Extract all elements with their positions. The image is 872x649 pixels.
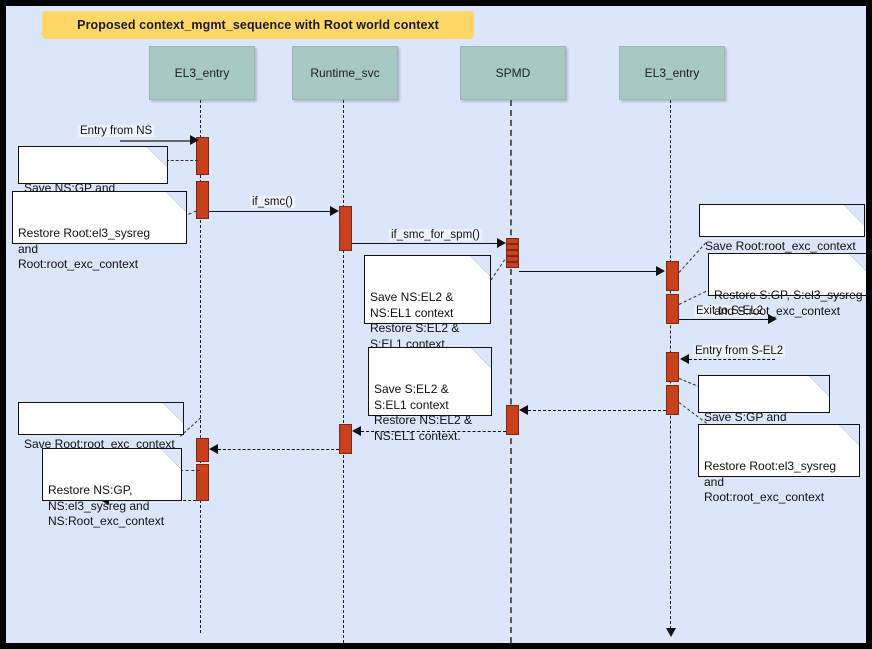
activation-bar-el3-left-3 [196, 438, 209, 462]
note-fold-icon [163, 403, 183, 423]
note-text: Save S:EL2 & S:EL1 context Restore NS:EL… [374, 382, 473, 443]
arrowhead-icon-exit-to-s-el2 [768, 314, 777, 324]
arrowhead-icon-if-smc [330, 206, 339, 216]
lifeline-end-arrow-icon [666, 628, 676, 637]
lifeline-el3-entry-left [200, 100, 201, 633]
message-line-entry-from-ns [120, 140, 192, 142]
note-save-s-gp: Save S:GP and S:root_exc_context [698, 375, 830, 440]
participant-label: SPMD [495, 66, 531, 80]
note-leader-4 [678, 242, 707, 273]
message-line-spmd-to-runtime-svc [361, 431, 506, 432]
participant-label: EL3_entry [174, 66, 230, 80]
note-restore-root-el3-sysreg-bottom: Restore Root:el3_sysreg and Root:root_ex… [698, 424, 860, 504]
note-text: Save Root:root_exc_context [24, 437, 175, 451]
note-save-ns-el2: Save NS:EL2 & NS:EL1 context Restore S:E… [364, 255, 491, 351]
note-save-s-el2: Save S:EL2 & S:EL1 context Restore NS:EL… [368, 347, 492, 443]
activation-bar-el3-left-2 [196, 181, 209, 219]
note-text: Restore NS:GP, NS:el3_sysreg and NS:Root… [48, 483, 165, 528]
note-leader-1 [166, 160, 198, 161]
note-fold-icon [470, 256, 490, 276]
activation-bar-spmd-2 [506, 405, 519, 435]
activation-bar-runtime-svc-1 [339, 206, 352, 251]
participant-spmd[interactable]: SPMD [460, 46, 566, 100]
note-fold-icon [839, 425, 859, 445]
note-restore-root-el3-sysreg-top: Restore Root:el3_sysreg and Root:root_ex… [12, 191, 187, 271]
message-line-exit-to-s-el2 [679, 319, 770, 320]
arrowhead-icon-if-smc-for-spm [497, 238, 506, 248]
note-text: Save Root:root_exc_context [705, 239, 856, 253]
participant-el3-entry-right[interactable]: EL3_entry [619, 46, 725, 100]
activation-bar-el3-left-4 [196, 464, 209, 501]
note-fold-icon [471, 348, 491, 368]
arrowhead-icon-runtime-svc-to-el3-left [209, 444, 218, 454]
note-leader-5 [678, 290, 707, 305]
arrowhead-icon-spmd-to-runtime-svc [352, 426, 361, 436]
note-restore-s-gp: Restore S:GP, S:el3_sysreg and S:root_ex… [708, 253, 866, 318]
note-fold-icon [844, 205, 864, 225]
lifeline-runtime-svc [343, 100, 344, 643]
message-line-runtime-svc-to-el3-left [218, 449, 339, 450]
note-leader-10 [180, 470, 200, 471]
note-fold-icon [166, 192, 186, 212]
activation-bar-runtime-svc-2 [339, 424, 352, 454]
arrowhead-icon-entry-from-s-el2 [680, 354, 689, 364]
message-label-exit-to-s-el2: Exit to S-EL2 [694, 305, 766, 317]
arrowhead-icon-entry-from-ns [190, 135, 199, 145]
note-text: Save NS:EL2 & NS:EL1 context Restore S:E… [370, 290, 460, 351]
note-text: Restore Root:el3_sysreg and Root:root_ex… [704, 459, 837, 504]
participant-label: EL3_entry [644, 66, 700, 80]
sequence-diagram-canvas: Proposed context_mgmt_sequence with Root… [6, 6, 866, 643]
message-line-spmd-to-el3-right [519, 271, 657, 272]
note-fold-icon [161, 449, 181, 469]
activation-bar-el3-right-3 [666, 352, 679, 382]
note-save-ns-gp: Save NS:GP and NS:Root_exc_context [18, 146, 168, 211]
arrowhead-icon-el3-right-to-spmd [519, 405, 528, 415]
participant-el3-entry-left[interactable]: EL3_entry [149, 46, 255, 100]
arrowhead-icon-spmd-to-el3-right [656, 266, 665, 276]
message-line-entry-from-s-el2 [689, 359, 775, 360]
note-text: Restore Root:el3_sysreg and Root:root_ex… [18, 226, 151, 271]
message-line-if-smc [209, 211, 331, 212]
activation-bar-el3-right-1 [666, 261, 679, 291]
message-label-if-smc: if_smc() [250, 196, 295, 208]
diagram-title-banner: Proposed context_mgmt_sequence with Root… [42, 11, 474, 39]
message-label-entry-from-ns: Entry from NS [78, 125, 155, 137]
note-fold-icon [849, 254, 866, 274]
message-line-if-smc-for-spm [352, 243, 498, 244]
message-label-if-smc-for-spm: if_smc_for_spm() [389, 229, 482, 241]
activation-bar-el3-left-1 [196, 137, 209, 175]
participant-runtime-svc[interactable]: Runtime_svc [292, 46, 398, 100]
note-save-root-exc-context-top: Save Root:root_exc_context [699, 204, 865, 253]
participant-label: Runtime_svc [310, 66, 380, 80]
note-text: Restore S:GP, S:el3_sysreg and S:root_ex… [714, 288, 863, 318]
note-fold-icon [147, 147, 167, 167]
note-restore-ns-gp: Restore NS:GP, NS:el3_sysreg and NS:Root… [42, 448, 182, 528]
message-label-entry-from-s-el2: Entry from S-EL2 [693, 345, 786, 357]
activation-bar-el3-right-2 [666, 294, 679, 324]
page-title: Proposed context_mgmt_sequence with Root… [77, 18, 439, 32]
note-fold-icon [809, 376, 829, 396]
note-save-root-exc-context-bottom: Save Root:root_exc_context [18, 402, 184, 451]
message-line-el3-right-to-spmd [528, 410, 666, 411]
activation-bar-spmd-1 [506, 238, 519, 268]
lifeline-spmd [510, 100, 512, 643]
activation-bar-el3-right-4 [666, 385, 679, 415]
